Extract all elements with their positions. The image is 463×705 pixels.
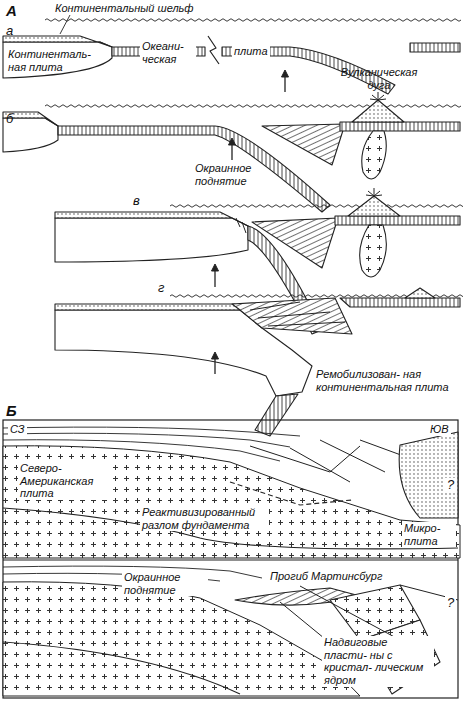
- continental-shelf: [3, 36, 112, 47]
- volcano: [348, 196, 400, 216]
- basement: [3, 446, 460, 558]
- arrow-head: [229, 138, 236, 145]
- overriding-plate: [335, 216, 460, 225]
- thrust-stack: [232, 298, 352, 334]
- annotation-label: Надвиговые пласти- ны с кристал- лически…: [322, 636, 434, 687]
- eruption-symbol: [370, 92, 386, 100]
- annotation-label: г: [158, 281, 164, 296]
- annotation-label: Континентальный шельф: [55, 2, 194, 15]
- annotation-label: в: [133, 194, 140, 209]
- uplift-arrow: [214, 269, 215, 287]
- uplift-arrow: [214, 357, 215, 374]
- uplift-arrow: [231, 143, 232, 160]
- sediment-layer: [3, 440, 280, 461]
- crust-boundary: [3, 642, 240, 694]
- overriding-plate: [340, 122, 460, 131]
- annotation-label: ?: [445, 478, 456, 493]
- arrow-head: [212, 352, 219, 359]
- sea-level: [45, 19, 461, 22]
- annotation-label: Вулканическая дуга: [333, 66, 425, 91]
- leader-line: [60, 15, 70, 34]
- thrust-line: [250, 440, 420, 482]
- uplift-arrow: [284, 75, 285, 92]
- annotation-label: плита: [232, 45, 270, 58]
- panel-letter: А: [6, 2, 17, 19]
- volcano: [405, 288, 435, 298]
- annotation-label: Океани- ческая: [140, 40, 196, 65]
- reactivated-fault: [230, 482, 352, 505]
- subducting-slab: [255, 394, 298, 436]
- arrow-head: [212, 264, 219, 271]
- annotation-label: б: [6, 112, 13, 127]
- continental-shelf: [55, 212, 248, 226]
- panel-divider: [3, 559, 458, 560]
- pluton: [362, 131, 387, 179]
- annotation-label: Северо- Американская плита: [18, 462, 110, 500]
- continental-shelf: [3, 112, 58, 126]
- oceanic-plate: [410, 43, 460, 52]
- transform-fault: [208, 36, 219, 64]
- annotation-label: Микро- плита: [402, 522, 456, 547]
- sea-level: [170, 205, 463, 208]
- accretionary-wedge: [252, 218, 338, 268]
- normal-fault: [236, 218, 246, 233]
- annotation-label: ?: [445, 596, 456, 611]
- annotation-label: а: [6, 24, 13, 39]
- arrow-head: [282, 70, 289, 77]
- overriding-plate: [340, 298, 460, 307]
- annotation-label: Реактивизированный разлом фундамента: [140, 506, 269, 531]
- sea-level: [45, 105, 461, 108]
- annotation-label: Окраинное поднятие: [195, 162, 277, 187]
- continental-plate: [3, 42, 112, 78]
- pluton: [360, 225, 387, 277]
- annotation-label: Окраинное поднятие: [122, 571, 208, 596]
- continental-plate: [55, 218, 248, 262]
- annotation-label: ЮВ: [428, 423, 451, 436]
- continental-shelf: [55, 304, 240, 310]
- annotation-label: Прогиб Мартинсбург: [268, 570, 384, 583]
- thrust-line: [250, 302, 345, 326]
- annotation-label: Континенталь- ная плита: [8, 48, 90, 73]
- annotation-label: СЗ: [8, 423, 27, 436]
- accretionary-wedge: [262, 124, 345, 165]
- eruption-symbol: [366, 188, 382, 196]
- basement: [3, 582, 360, 696]
- annotation-label: Ремобилизован- ная континентальная плита: [316, 368, 456, 393]
- volcano: [352, 100, 404, 122]
- panel-letter: Б: [6, 402, 17, 419]
- microplate: [399, 432, 458, 518]
